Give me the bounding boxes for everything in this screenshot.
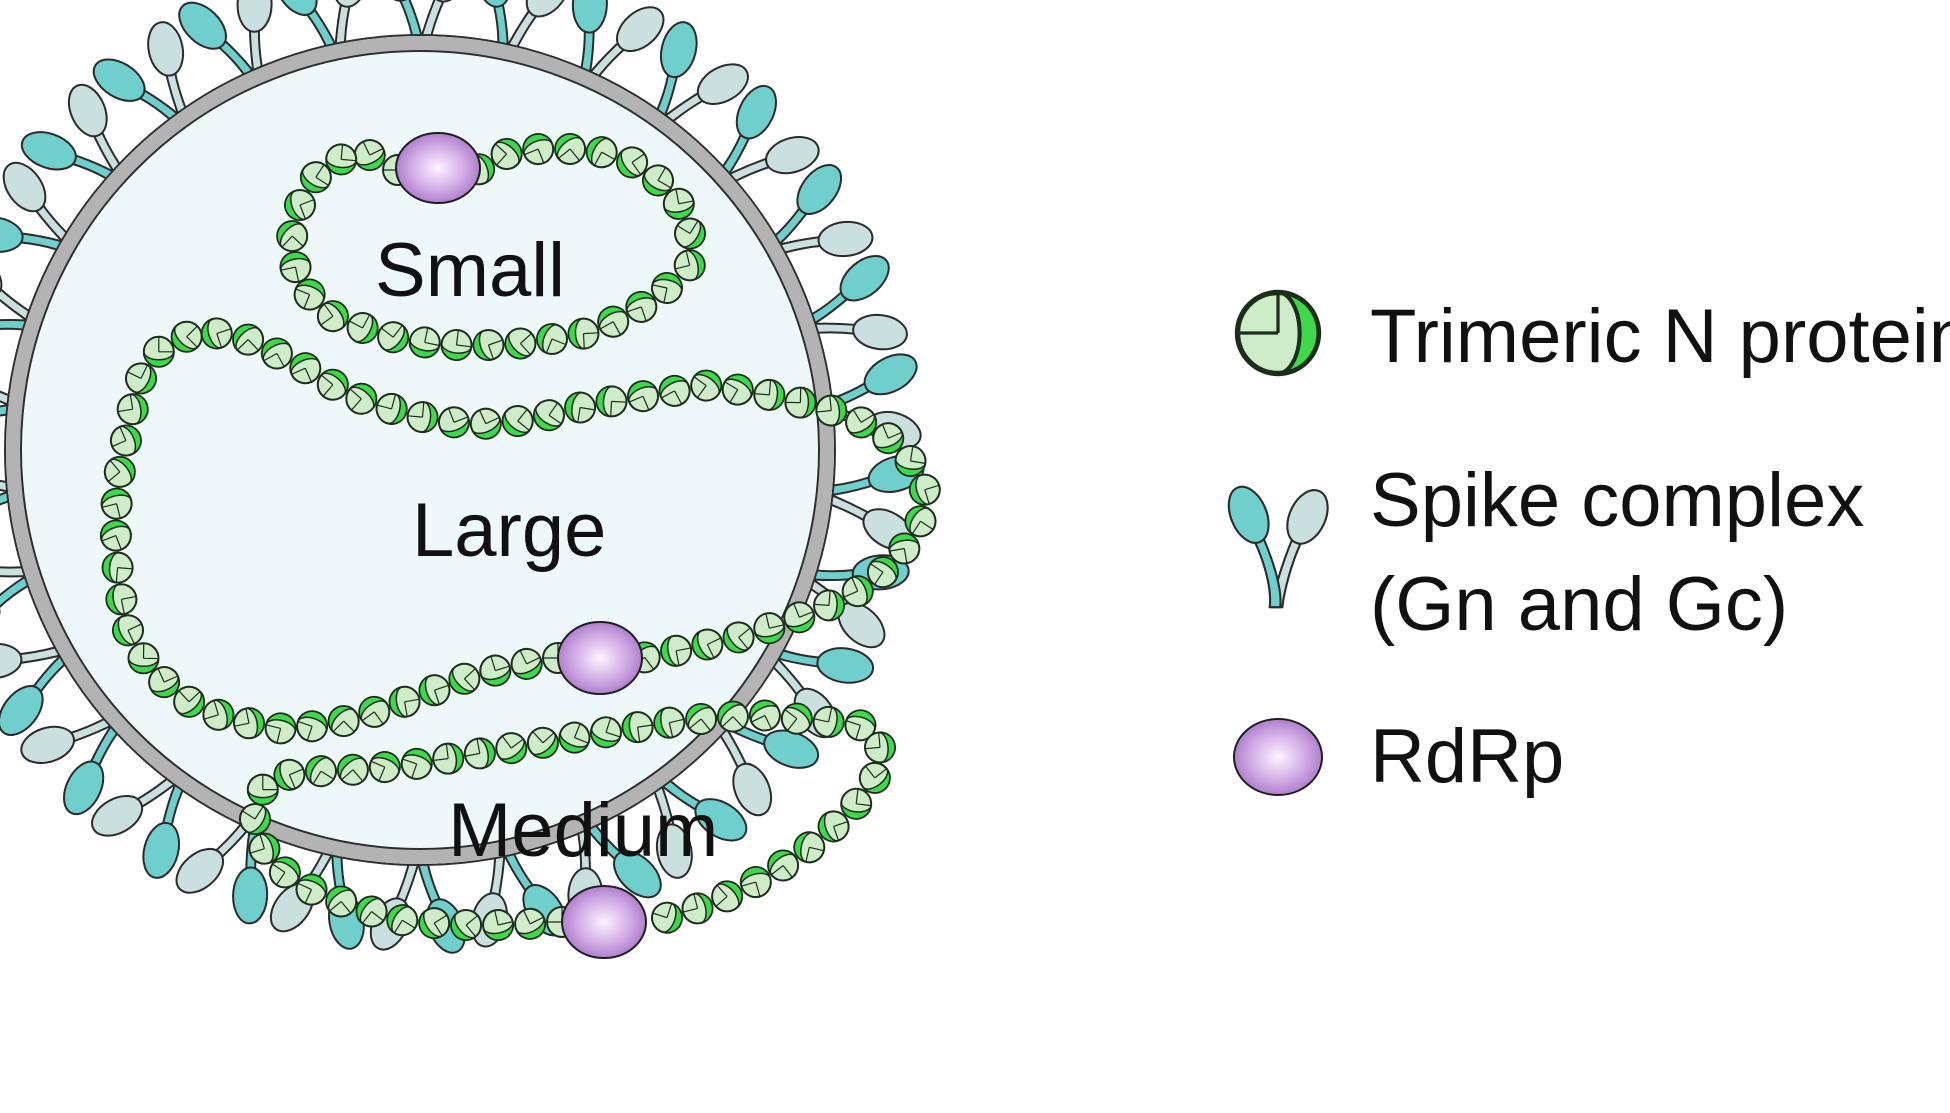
n-protein-bead: [127, 642, 160, 675]
segment-label-large: Large: [412, 488, 606, 573]
n-protein-bead: [566, 316, 601, 351]
n-protein-bead: [594, 384, 629, 419]
n-protein-bead: [678, 889, 717, 928]
rdrp-small-segment: [395, 132, 481, 204]
trimeric-n-protein-icon: [1238, 293, 1319, 374]
legend-label-n-protein: Trimeric N protein: [1370, 294, 1950, 379]
segment-label-small: Small: [375, 228, 565, 313]
legend-label-spike-line2: (Gn and Gc): [1370, 562, 1788, 647]
n-protein-bead: [784, 386, 817, 419]
n-protein-bead: [811, 588, 847, 623]
legend-label-rdrp: RdRp: [1370, 714, 1564, 799]
rdrp-large-segment: [557, 621, 643, 695]
n-protein-bead: [647, 897, 687, 938]
n-protein-bead: [246, 773, 279, 806]
legend: Trimeric N protein Spike complex (Gn and…: [1220, 293, 1950, 799]
rdrp-icon: [1233, 718, 1323, 796]
rdrp-medium-segment: [561, 885, 647, 959]
legend-label-spike-line1: Spike complex: [1370, 458, 1864, 543]
n-protein-bead: [142, 335, 175, 368]
segment-label-medium: Medium: [448, 788, 718, 873]
spike-complex-icon: [1220, 479, 1337, 609]
